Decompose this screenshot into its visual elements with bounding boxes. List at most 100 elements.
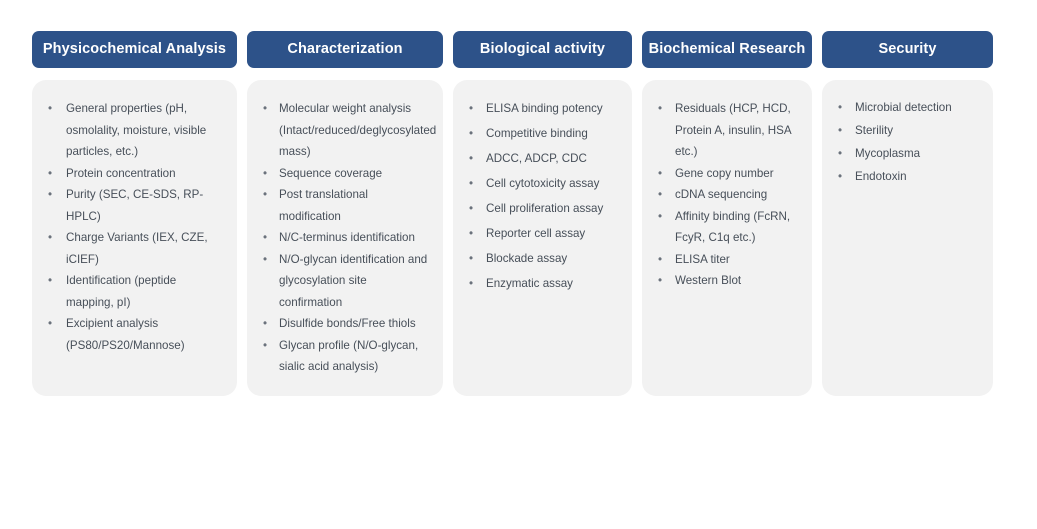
list-item: • Reporter cell assay: [465, 221, 620, 246]
bullet-icon: •: [263, 252, 268, 266]
column-header-label: Security: [878, 41, 937, 58]
bullet-icon: •: [48, 231, 53, 244]
bullet-list: • Microbial detection • Sterility • Myco…: [834, 96, 981, 188]
list-item: • Post translational modification: [259, 184, 431, 227]
list-item: • cDNA sequencing: [654, 184, 800, 206]
list-item-label: ELISA titer: [675, 252, 730, 266]
column-header-security[interactable]: Security: [822, 31, 993, 68]
list-item-label: Excipient analysis (PS80/PS20/Mannose): [66, 317, 185, 352]
bullet-icon: •: [48, 188, 53, 201]
list-item: • ADCC, ADCP, CDC: [465, 146, 620, 171]
column-header-label: Physicochemical Analysis: [42, 41, 227, 58]
bullet-icon: •: [838, 101, 843, 114]
bullet-icon: •: [263, 317, 268, 330]
bullet-icon: •: [658, 274, 663, 287]
list-item: • ELISA binding potency: [465, 96, 620, 121]
list-item-label: Disulfide bonds/Free thiols: [279, 317, 416, 330]
column-card-biochemical-research: • Residuals (HCP, HCD, Protein A, insuli…: [642, 80, 812, 396]
bullet-icon: •: [469, 202, 474, 215]
list-item: • ELISA titer: [654, 249, 800, 271]
list-item: • Sequence coverage: [259, 163, 431, 185]
list-item-label: Cell cytotoxicity assay: [486, 177, 600, 190]
category-column-security: Security • Microbial detection • Sterili…: [822, 31, 993, 396]
list-item: • N/C-terminus identification: [259, 227, 431, 249]
list-item-label: Cell proliferation assay: [486, 202, 604, 215]
list-item: • Enzymatic assay: [465, 271, 620, 296]
bullet-icon: •: [48, 102, 53, 115]
list-item: • Identification (peptide mapping, pI): [44, 270, 225, 313]
list-item-label: Residuals (HCP, HCD, Protein A, insulin,…: [675, 102, 791, 158]
category-column-characterization: Characterization • Molecular weight anal…: [247, 31, 443, 396]
bullet-icon: •: [469, 177, 474, 190]
list-item-label: Microbial detection: [855, 101, 952, 114]
list-item-label: Western Blot: [675, 274, 742, 287]
column-header-characterization[interactable]: Characterization: [247, 31, 443, 68]
list-item: • N/O-glycan identification and glycosyl…: [259, 249, 431, 314]
list-item-label: Reporter cell assay: [486, 227, 586, 240]
bullet-list: • Molecular weight analysis (Intact/redu…: [259, 98, 436, 378]
list-item: • Purity (SEC, CE-SDS, RP-HPLC): [44, 184, 225, 227]
category-column-biological-activity: Biological activity • ELISA binding pote…: [453, 31, 632, 396]
list-item-label: Affinity binding (FcRN, FcyR, C1q etc.): [675, 209, 791, 245]
bullet-list: • General properties (pH, osmolality, mo…: [44, 98, 225, 356]
bullet-icon: •: [263, 231, 268, 244]
list-item: • Gene copy number: [654, 163, 800, 185]
list-item-label: cDNA sequencing: [675, 188, 768, 201]
bullet-list: • ELISA binding potency • Competitive bi…: [465, 96, 620, 296]
list-item-label: Protein concentration: [66, 166, 176, 180]
list-item-label: Identification (peptide mapping, pI): [66, 274, 177, 309]
bullet-icon: •: [469, 152, 474, 165]
list-item-label: Sequence coverage: [279, 166, 383, 180]
list-item: • Glycan profile (N/O-glycan, sialic aci…: [259, 335, 431, 378]
column-card-security: • Microbial detection • Sterility • Myco…: [822, 80, 993, 396]
list-item: • Western Blot: [654, 270, 800, 292]
list-item-label: Glycan profile (N/O-glycan, sialic acid …: [279, 338, 419, 374]
column-header-biological-activity[interactable]: Biological activity: [453, 31, 632, 68]
list-item-label: Mycoplasma: [855, 147, 921, 160]
list-item: • Mycoplasma: [834, 142, 981, 165]
list-item: • Sterility: [834, 119, 981, 142]
list-item: • Blockade assay: [465, 246, 620, 271]
column-header-label: Biological activity: [479, 41, 606, 58]
bullet-icon: •: [469, 127, 474, 140]
list-item: • Competitive binding: [465, 121, 620, 146]
category-columns: Physicochemical Analysis • General prope…: [32, 31, 997, 396]
list-item-label: Competitive binding: [486, 127, 588, 140]
list-item: • Molecular weight analysis (Intact/redu…: [259, 98, 436, 163]
list-item: • Affinity binding (FcRN, FcyR, C1q etc.…: [654, 206, 800, 249]
list-item: • Residuals (HCP, HCD, Protein A, insuli…: [654, 98, 800, 163]
column-header-label: Biochemical Research: [648, 41, 806, 58]
column-card-physicochemical-analysis: • General properties (pH, osmolality, mo…: [32, 80, 237, 396]
column-header-biochemical-research[interactable]: Biochemical Research: [642, 31, 812, 68]
bullet-list: • Residuals (HCP, HCD, Protein A, insuli…: [654, 98, 800, 292]
category-column-biochemical-research: Biochemical Research • Residuals (HCP, H…: [642, 31, 812, 396]
list-item-label: Enzymatic assay: [486, 277, 573, 290]
list-item: • Cell cytotoxicity assay: [465, 171, 620, 196]
bullet-icon: •: [469, 277, 474, 290]
list-item: • Protein concentration: [44, 163, 225, 185]
list-item: • Excipient analysis (PS80/PS20/Mannose): [44, 313, 225, 356]
list-item: • Cell proliferation assay: [465, 196, 620, 221]
bullet-icon: •: [263, 188, 268, 201]
bullet-icon: •: [263, 102, 268, 115]
list-item-label: Sterility: [855, 124, 894, 137]
bullet-icon: •: [658, 252, 663, 266]
list-item: • Charge Variants (IEX, CZE, iCIEF): [44, 227, 225, 270]
list-item-label: ELISA binding potency: [486, 102, 603, 115]
bullet-icon: •: [48, 166, 53, 180]
bullet-icon: •: [658, 209, 663, 223]
list-item-label: Purity (SEC, CE-SDS, RP-HPLC): [66, 188, 204, 223]
bullet-icon: •: [48, 317, 53, 330]
bullet-icon: •: [838, 170, 843, 183]
list-item-label: N/O-glycan identification and glycosylat…: [279, 252, 428, 309]
bullet-icon: •: [469, 227, 474, 240]
list-item-label: Post translational modification: [279, 188, 368, 223]
bullet-icon: •: [658, 102, 663, 115]
column-card-biological-activity: • ELISA binding potency • Competitive bi…: [453, 80, 632, 396]
column-header-label: Characterization: [287, 41, 403, 58]
list-item-label: Charge Variants (IEX, CZE, iCIEF): [66, 231, 208, 266]
bullet-icon: •: [263, 338, 268, 352]
column-header-physicochemical-analysis[interactable]: Physicochemical Analysis: [32, 31, 237, 68]
list-item-label: Gene copy number: [675, 166, 774, 180]
